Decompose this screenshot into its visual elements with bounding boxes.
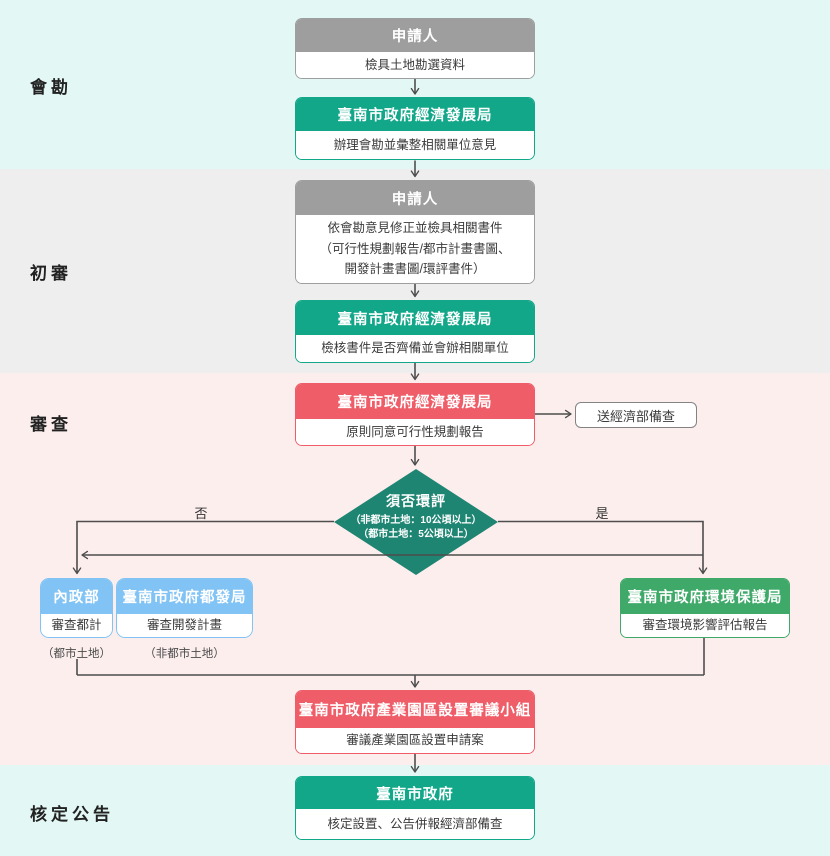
- box-header: 臺南市政府產業園區設置審議小組: [296, 691, 534, 728]
- stage-label-approval: 核定公告: [30, 805, 114, 824]
- caption-udb: （非都市土地）: [144, 648, 225, 660]
- box-udb: 臺南市政府都發局 審查開發計畫: [116, 578, 253, 638]
- box-header: 臺南市政府經濟發展局: [296, 301, 534, 335]
- box-header: 申請人: [296, 19, 534, 52]
- box-body: 審查環境影響評估報告: [621, 614, 789, 637]
- box-city-gov: 臺南市政府 核定設置、公告併報經濟部備查: [295, 776, 535, 840]
- stage-label-examination: 審查: [30, 415, 72, 434]
- box-header: 臺南市政府經濟發展局: [296, 384, 534, 419]
- box-send-moea: 送經濟部備查: [575, 402, 697, 428]
- box-header: 臺南市政府經濟發展局: [296, 98, 534, 131]
- box-body-line: （可行性規劃報告/都市計畫書圖、: [319, 241, 511, 256]
- box-body: 審查開發計畫: [117, 614, 252, 637]
- box-body: 依會勘意見修正並檢具相關書件 （可行性規劃報告/都市計畫書圖、 開發計畫書圖/環…: [296, 215, 534, 283]
- box-applicant-survey: 申請人 檢具土地勘選資料: [295, 18, 535, 79]
- box-edb-approve: 臺南市政府經濟發展局 原則同意可行性規劃報告: [295, 383, 535, 446]
- stage-label-preliminary: 初審: [30, 264, 72, 283]
- box-body: 辦理會勘並彙整相關單位意見: [296, 131, 534, 159]
- box-body: 檢核書件是否齊備並會辦相關單位: [296, 335, 534, 362]
- stage-label-survey: 會勘: [30, 78, 72, 97]
- box-header: 臺南市政府: [296, 777, 534, 809]
- decision-note-2: （都市土地：5公頃以上）: [358, 528, 474, 540]
- box-body: 審議產業園區設置申請案: [296, 728, 534, 753]
- box-applicant-revise: 申請人 依會勘意見修正並檢具相關書件 （可行性規劃報告/都市計畫書圖、 開發計畫…: [295, 180, 535, 284]
- decision-title: 須否環評: [386, 493, 446, 509]
- box-body-line: 開發計畫書圖/環評書件）: [344, 262, 486, 277]
- box-header: 內政部: [41, 579, 112, 614]
- box-body: 核定設置、公告併報經濟部備查: [296, 809, 534, 839]
- box-body: 原則同意可行性規劃報告: [296, 419, 534, 445]
- decision-text: 須否環評 （非都市土地：10公頃以上） （都市土地：5公頃以上）: [316, 491, 516, 541]
- box-review-committee: 臺南市政府產業園區設置審議小組 審議產業園區設置申請案: [295, 690, 535, 754]
- box-header: 申請人: [296, 181, 534, 215]
- caption-moi: （都市土地）: [42, 648, 111, 660]
- box-body-line: 依會勘意見修正並檢具相關書件: [327, 221, 503, 236]
- box-header: 臺南市政府環境保護局: [621, 579, 789, 614]
- box-header: 臺南市政府都發局: [117, 579, 252, 614]
- box-epb: 臺南市政府環境保護局 審查環境影響評估報告: [620, 578, 790, 638]
- box-edb-survey: 臺南市政府經濟發展局 辦理會勘並彙整相關單位意見: [295, 97, 535, 160]
- box-body: 審查都計: [41, 614, 112, 637]
- box-moi: 內政部 審查都計: [40, 578, 113, 638]
- box-edb-check: 臺南市政府經濟發展局 檢核書件是否齊備並會辦相關單位: [295, 300, 535, 363]
- branch-label-yes: 是: [595, 506, 609, 521]
- branch-label-no: 否: [194, 506, 208, 521]
- decision-note-1: （非都市土地：10公頃以上）: [350, 515, 482, 526]
- box-body: 檢具土地勘選資料: [296, 52, 534, 78]
